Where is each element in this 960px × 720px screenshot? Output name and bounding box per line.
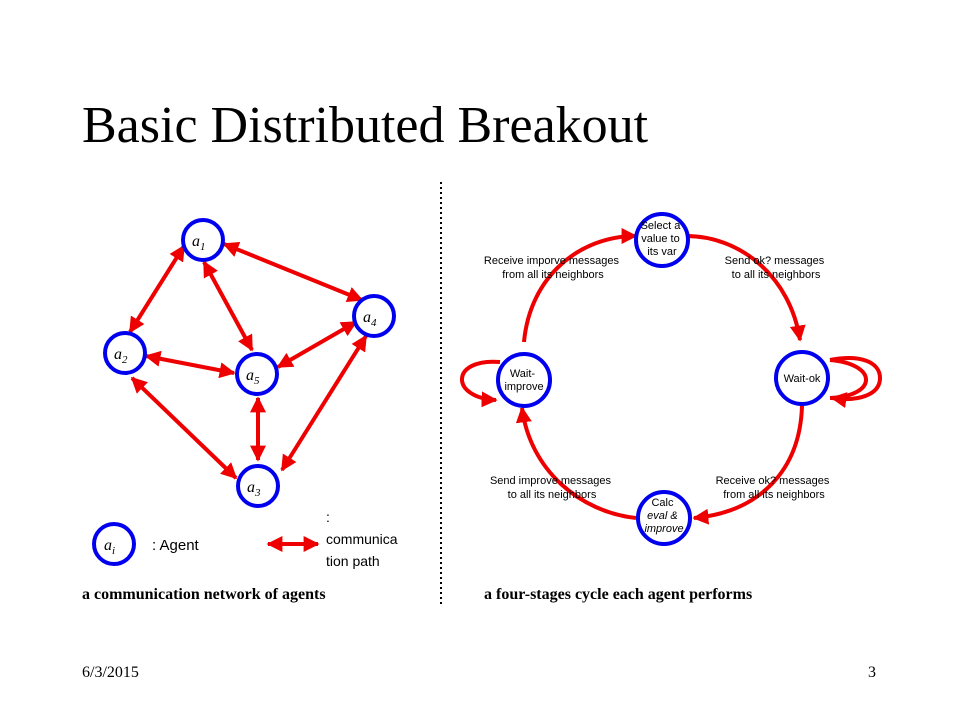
- arc-select-to-wait-ok: [685, 234, 806, 342]
- cycle-caption: a four-stages cycle each agent performs: [484, 586, 753, 603]
- edge-a1-a4: [222, 242, 364, 302]
- footer-date: 6/3/2015: [82, 664, 139, 681]
- agent-subscript: 3: [254, 487, 261, 499]
- footer-page-number: 3: [868, 664, 876, 681]
- legend-path-label: : communica tion path: [326, 509, 401, 569]
- legend-agent-symbol: ai: [92, 522, 136, 566]
- agent-node-a2: a2: [103, 331, 147, 375]
- edge-a1-a5: [202, 260, 254, 352]
- agent-letter: a: [114, 346, 122, 363]
- agent-node-a3: a3: [236, 464, 280, 508]
- transition-labels: Send ok? messages to all its neighbors R…: [484, 255, 833, 501]
- svg-text:a2: a2: [114, 346, 128, 366]
- loop-wait-ok: [830, 356, 883, 399]
- svg-text:ai: ai: [104, 537, 115, 557]
- transition-send-ok: Send ok? messages to all its neighbors: [725, 255, 828, 281]
- edge-a2-a5: [144, 350, 236, 379]
- network-caption: a communication network of agents: [82, 586, 326, 603]
- stage-select-value: Select a value to its var: [634, 212, 690, 268]
- stage-calc-label: Calc eval & improve: [644, 497, 683, 535]
- loop-wait-improve: [460, 359, 501, 408]
- legend: ai : Agent : communica tion path: [92, 509, 401, 569]
- transition-receive-improve: Receive imporve messages from all its ne…: [484, 255, 622, 281]
- svg-text:a3: a3: [247, 479, 261, 499]
- cycle-arcs: [460, 228, 883, 525]
- stage-calc: Calc eval & improve: [636, 490, 692, 546]
- svg-text:a5: a5: [246, 367, 260, 387]
- agent-subscript: 5: [254, 375, 260, 387]
- arc-calc-to-wait-improve: [515, 406, 637, 520]
- arc-wait-improve-to-select: [522, 228, 638, 343]
- agent-subscript: i: [112, 545, 115, 557]
- agent-letter: a: [192, 233, 200, 250]
- edge-a3-a4: [280, 334, 368, 472]
- agent-letter: a: [104, 537, 112, 554]
- edge-a5-a4: [276, 320, 358, 369]
- agent-node-a4: a4: [352, 294, 396, 338]
- transition-send-improve: Send improve messages to all its neighbo…: [490, 475, 614, 501]
- network-edges: [128, 242, 368, 480]
- agent-subscript: 2: [122, 354, 128, 366]
- legend-agent-label: : Agent: [152, 537, 200, 554]
- agent-letter: a: [363, 309, 371, 326]
- agent-subscript: 1: [200, 241, 206, 253]
- agent-node-a5: a5: [235, 352, 279, 396]
- slide-title: Basic Distributed Breakout: [82, 97, 649, 154]
- transition-receive-ok: Receive ok? messages from all its neighb…: [716, 475, 833, 501]
- stage-wait-improve-label: Wait- improve: [504, 368, 543, 393]
- svg-text:a1: a1: [192, 233, 206, 253]
- agent-letter: a: [246, 367, 254, 384]
- edge-a2-a3: [130, 376, 238, 480]
- stage-select-label: Select a value to its var: [641, 220, 684, 258]
- edge-a1-a2: [128, 244, 186, 334]
- arc-wait-ok-to-calc: [692, 405, 804, 525]
- stage-wait-ok-label: Wait-ok: [784, 373, 821, 385]
- svg-text:a4: a4: [363, 309, 377, 329]
- agent-subscript: 4: [371, 317, 377, 329]
- agent-node-a1: a1: [181, 218, 225, 262]
- agent-letter: a: [247, 479, 255, 496]
- stage-wait-improve: Wait- improve: [496, 352, 552, 408]
- stage-wait-ok: Wait-ok: [774, 350, 830, 406]
